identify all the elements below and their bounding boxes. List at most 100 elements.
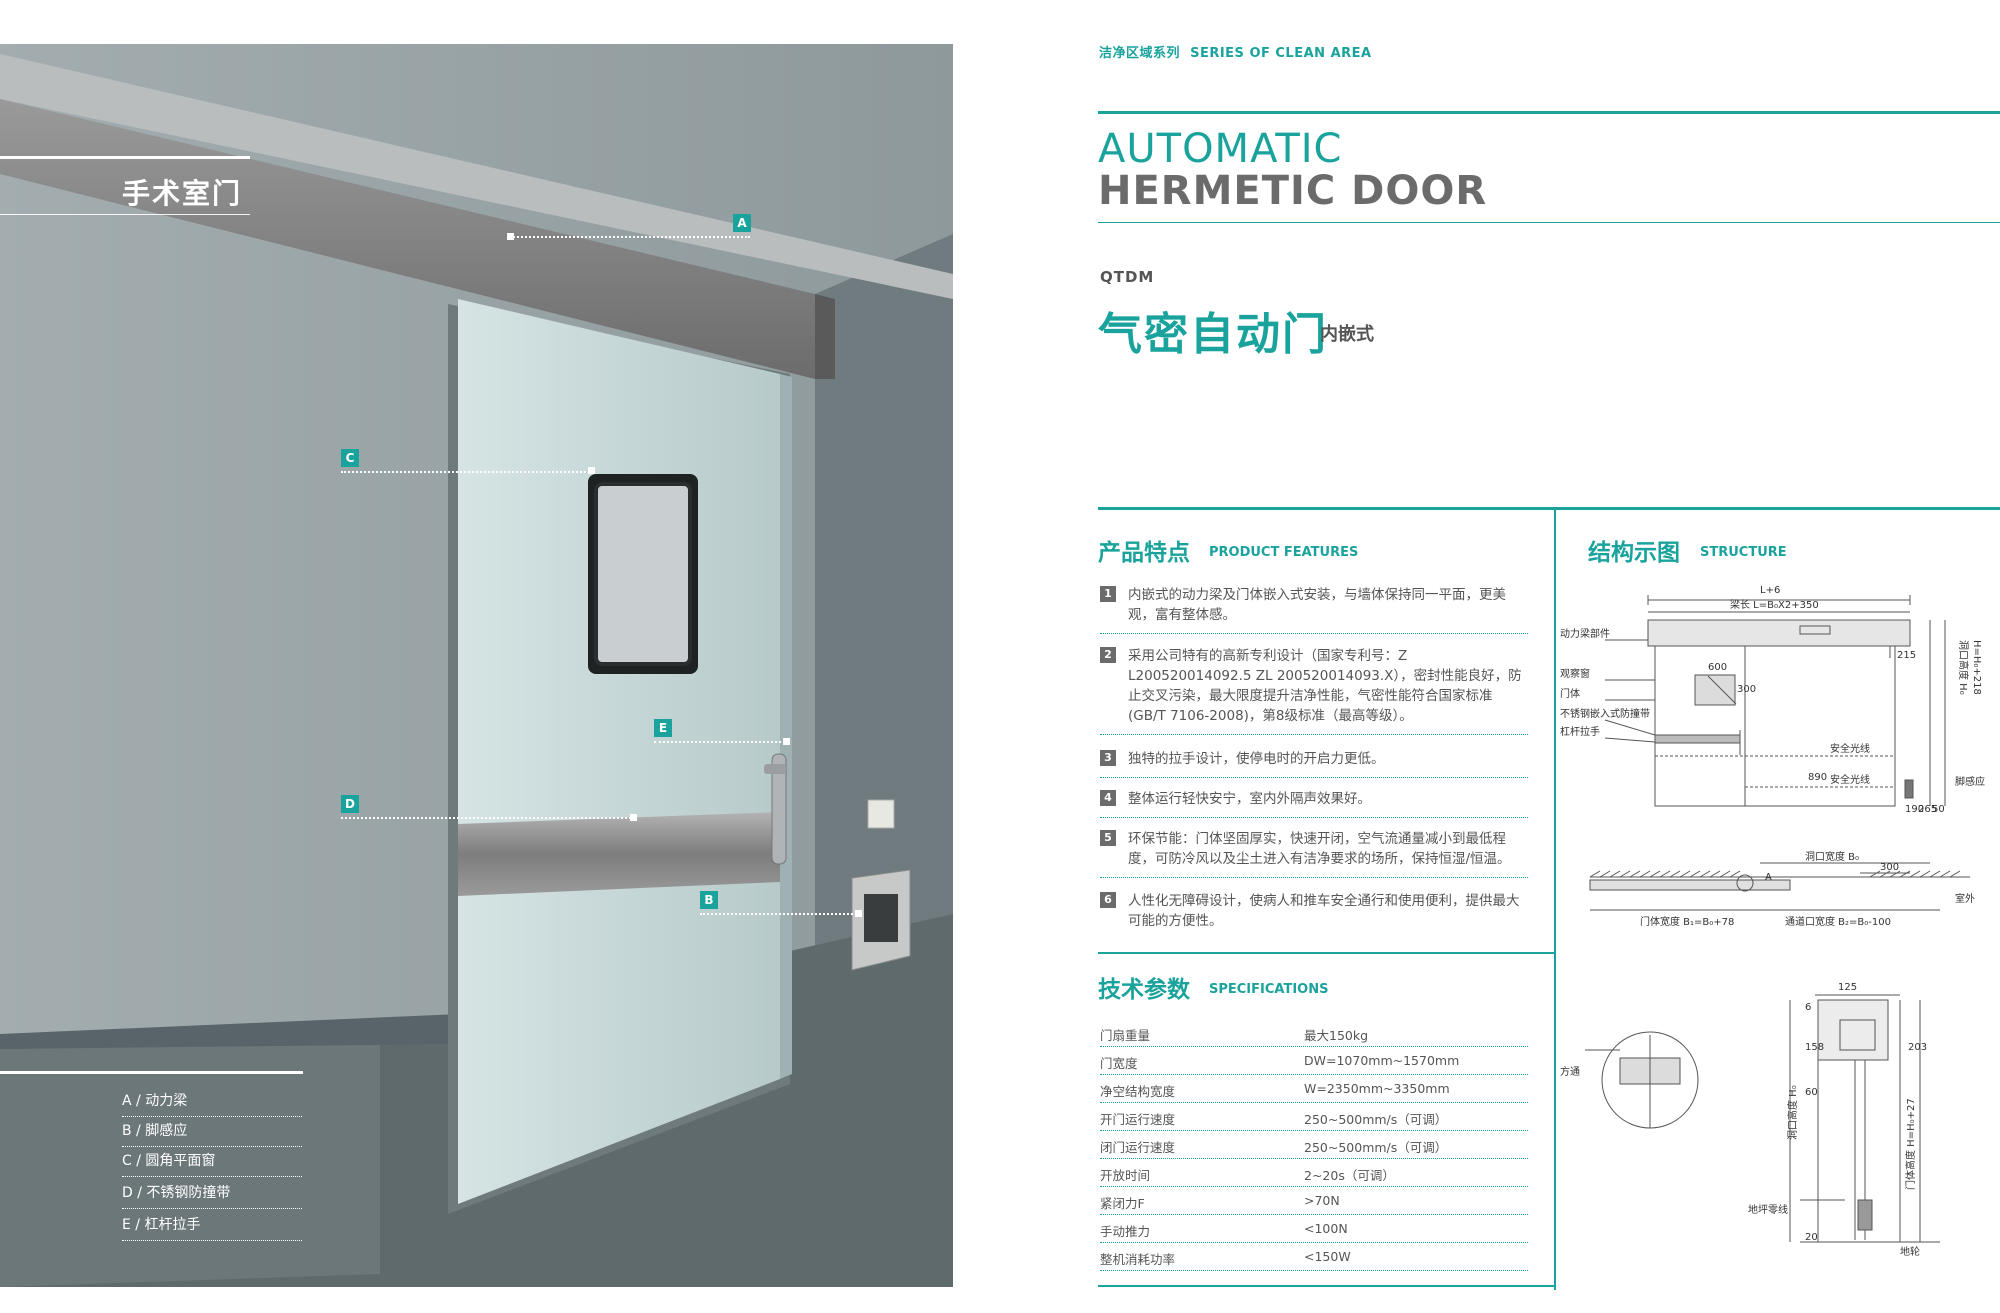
label-mark-a: A bbox=[1765, 872, 1772, 883]
label-beam-part: 动力梁部件 bbox=[1560, 627, 1610, 640]
spec-row: 开门运行速度 250~500mm/s（可调） bbox=[1100, 1103, 1528, 1131]
callout-dot-b bbox=[855, 910, 862, 917]
structure-labels: L+6 梁长 L=B₀X2+350 动力梁部件 观察窗 门体 不锈钢嵌入式防撞带… bbox=[1560, 585, 1985, 1258]
label-window: 观察窗 bbox=[1560, 667, 1590, 680]
feature-text: 内嵌式的动力梁及门体嵌入式安装，与墙体保持同一平面，更美观，富有整体感。 bbox=[1128, 587, 1506, 623]
legend-item-e: E / 杠杆拉手 bbox=[122, 1214, 302, 1241]
spec-label: 净空结构宽度 bbox=[1100, 1084, 1176, 1099]
features-title-en: PRODUCT FEATURES bbox=[1209, 545, 1359, 560]
spec-row: 手动推力<100N bbox=[1100, 1215, 1528, 1243]
feature-number: 2 bbox=[1100, 647, 1116, 663]
label-d600: 600 bbox=[1708, 662, 1727, 673]
callout-tag-d: D bbox=[341, 795, 359, 813]
legend-item-c: C / 圆角平面窗 bbox=[122, 1150, 302, 1177]
legend-bar bbox=[0, 1071, 303, 1074]
title-bar-bottom bbox=[0, 214, 250, 215]
callout-tag-a: A bbox=[733, 214, 751, 232]
legend-item-b: B / 脚感应 bbox=[122, 1120, 302, 1147]
label-wheel: 地轮 bbox=[1900, 1245, 1920, 1258]
label-d20: 20 bbox=[1805, 1232, 1818, 1243]
label-foot-sensor: 脚感应 bbox=[1955, 775, 1985, 788]
spec-label: 紧闭力F bbox=[1100, 1196, 1145, 1211]
label-d890: 890 bbox=[1808, 772, 1827, 783]
photo-title: 手术室门 bbox=[122, 177, 243, 210]
feature-text: 采用公司特有的高新专利设计（国家专利号：Z L200520014092.5 ZL… bbox=[1128, 648, 1522, 724]
feature-item: 3 独特的拉手设计，使停电时的开启力更低。 bbox=[1100, 749, 1528, 778]
series-cn: 洁净区域系列 bbox=[1099, 46, 1181, 61]
label-beam-length: 梁长 L=B₀X2+350 bbox=[1730, 598, 1819, 611]
label-d50: 50 bbox=[1932, 804, 1945, 815]
label-pass-width: 通道口宽度 B₂=B₀-100 bbox=[1785, 915, 1891, 928]
spec-row: 紧闭力F >70N bbox=[1100, 1187, 1528, 1215]
callout-leader-c bbox=[341, 471, 593, 473]
label-fang-tong: 方通 bbox=[1560, 1065, 1580, 1078]
label-d300: 300 bbox=[1737, 684, 1756, 695]
features-title-cn: 产品特点 bbox=[1098, 540, 1190, 566]
legend-item-d: D / 不锈钢防撞带 bbox=[122, 1182, 302, 1209]
legend-item-a: A / 动力梁 bbox=[122, 1090, 302, 1117]
label-lever: 杠杆拉手 bbox=[1560, 725, 1600, 738]
title-bar-top bbox=[0, 156, 250, 159]
feature-item: 2 采用公司特有的高新专利设计（国家专利号：Z L200520014092.5 … bbox=[1100, 646, 1528, 735]
column-divider bbox=[1554, 510, 1556, 1290]
features-rule bbox=[1098, 952, 1554, 954]
feature-number: 1 bbox=[1100, 586, 1116, 602]
product-variant: 内嵌式 bbox=[1320, 324, 1374, 345]
label-d190: 190 bbox=[1905, 804, 1924, 815]
label-top-dim: L+6 bbox=[1760, 585, 1780, 596]
label-d203: 203 bbox=[1908, 1042, 1927, 1053]
label-height-eq: H=H₀+218 bbox=[1971, 640, 1982, 695]
label-d158: 158 bbox=[1805, 1042, 1824, 1053]
spec-value: 最大150kg bbox=[1304, 1028, 1369, 1043]
label-hole-height: 洞口高度 H₀ bbox=[1957, 640, 1970, 695]
spec-value: <100N bbox=[1304, 1221, 1348, 1236]
title-hermetic-door: HERMETIC DOOR bbox=[1098, 168, 1488, 214]
specs-title-en: SPECIFICATIONS bbox=[1209, 982, 1329, 997]
product-photo: 手术室门 A C E D B A / 动力梁 B / 脚感应 C / 圆角平面窗… bbox=[0, 44, 953, 1287]
label-ground-line: 地坪零线 bbox=[1748, 1203, 1788, 1216]
header-rule bbox=[1098, 111, 2000, 114]
series-header: 洁净区域系列 SERIES OF CLEAN AREA bbox=[1099, 42, 1372, 61]
feature-text: 独特的拉手设计，使停电时的开启力更低。 bbox=[1128, 751, 1385, 767]
callout-tag-c: C bbox=[341, 449, 359, 467]
label-d6: 6 bbox=[1805, 1002, 1811, 1013]
callout-dot-c bbox=[588, 467, 595, 474]
model-code: QTDM bbox=[1100, 268, 1155, 286]
spec-value: 250~500mm/s（可调） bbox=[1304, 1140, 1448, 1155]
series-en: SERIES OF CLEAN AREA bbox=[1190, 46, 1372, 61]
structure-title-cn: 结构示图 bbox=[1588, 540, 1680, 566]
spec-label: 开门运行速度 bbox=[1100, 1112, 1176, 1127]
spec-value: <150W bbox=[1304, 1249, 1351, 1264]
spec-value: 2~20s（可调） bbox=[1304, 1168, 1395, 1183]
spec-value: >70N bbox=[1304, 1193, 1340, 1208]
spec-label: 闭门运行速度 bbox=[1100, 1140, 1176, 1155]
bottom-rule bbox=[1098, 1285, 1554, 1287]
label-safety-2: 安全光线 bbox=[1830, 773, 1870, 786]
label-bumper: 不锈钢嵌入式防撞带 bbox=[1560, 707, 1650, 720]
feature-number: 6 bbox=[1100, 892, 1116, 908]
feature-number: 3 bbox=[1100, 750, 1116, 766]
spec-value: 250~500mm/s（可调） bbox=[1304, 1112, 1448, 1127]
title-automatic: AUTOMATIC bbox=[1098, 126, 1343, 172]
label-safety-1: 安全光线 bbox=[1830, 742, 1870, 755]
spec-label: 整机消耗功率 bbox=[1100, 1252, 1176, 1267]
callout-tag-b: B bbox=[700, 891, 718, 909]
feature-item: 6 人性化无障碍设计，使病人和推车安全通行和使用便利，提供最大可能的方便性。 bbox=[1100, 891, 1528, 939]
structure-title-en: STRUCTURE bbox=[1700, 545, 1787, 560]
label-door-height: 门体高度 H=H₀+27 bbox=[1904, 1098, 1917, 1190]
label-hole-height-2: 洞口高度 H₀ bbox=[1786, 1085, 1799, 1140]
callout-leader-b bbox=[700, 913, 860, 915]
label-outside: 室外 bbox=[1955, 892, 1975, 905]
label-door: 门体 bbox=[1560, 687, 1580, 700]
section-rule bbox=[1098, 507, 2000, 510]
feature-number: 4 bbox=[1100, 790, 1116, 806]
label-d215: 215 bbox=[1897, 650, 1916, 661]
structure-diagram: L+6 梁长 L=B₀X2+350 动力梁部件 观察窗 门体 不锈钢嵌入式防撞带… bbox=[1560, 585, 1985, 1258]
feature-text: 环保节能：门体坚固厚实，快速开闭，空气流通量减小到最低程度，可防冷风以及尘土进入… bbox=[1128, 831, 1511, 867]
label-d300b: 300 bbox=[1880, 862, 1899, 873]
callout-leader-d bbox=[341, 817, 635, 819]
callout-leader-a bbox=[510, 236, 750, 238]
